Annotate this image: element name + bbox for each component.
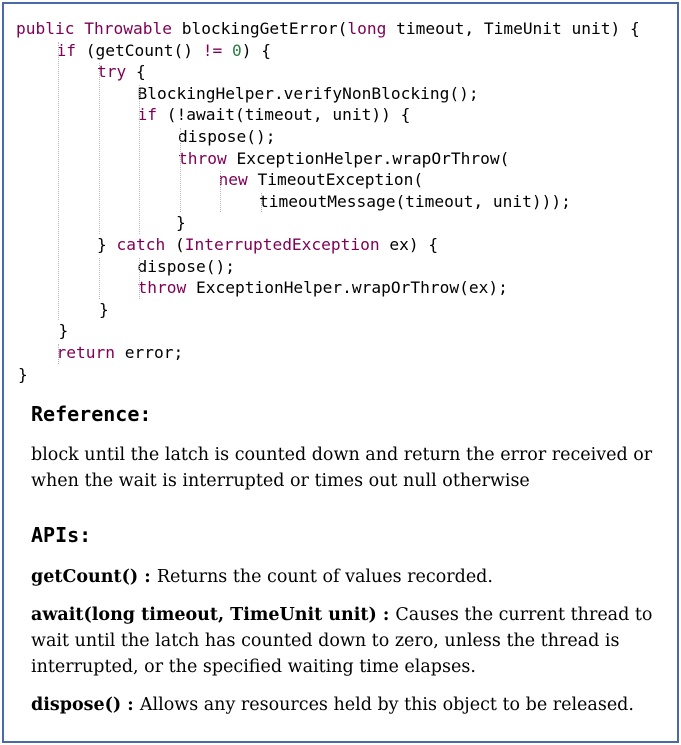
code-token: dispose(); [178, 127, 276, 146]
code-line: public Throwable blockingGetError(long t… [16, 18, 640, 40]
code-token: return [56, 343, 115, 362]
code-line: } [59, 320, 69, 342]
code-token: 0 [231, 40, 242, 60]
code-line: return error; [57, 342, 184, 364]
api-name: getCount() [31, 567, 139, 587]
code-line: throw ExceptionHelper.wrapOrThrow( [178, 148, 509, 170]
code-line: if (getCount() != 0) { [57, 40, 271, 62]
code-token: new [218, 170, 248, 190]
api-separator: : [121, 695, 140, 715]
code-line: } [176, 212, 186, 234]
code-line: if (!await(timeout, unit)) { [138, 104, 411, 126]
api-name: await(long timeout, TimeUnit unit) [31, 605, 377, 625]
code-token: timeoutMessage(timeout, unit))); [259, 191, 571, 211]
api-item-getcount: getCount() : Returns the count of values… [31, 564, 671, 590]
indent-guide [179, 128, 181, 213]
code-line: dispose(); [178, 126, 275, 148]
code-token: } [18, 364, 28, 384]
code-token: (!await(timeout, unit)) { [157, 105, 411, 125]
code-token: (getCount() [76, 40, 203, 60]
code-line: try { [97, 61, 146, 83]
code-token: InterruptedException [184, 235, 380, 254]
code-token: if [56, 40, 77, 60]
apis-heading: APIs: [31, 523, 92, 547]
code-token: ExceptionHelper.wrapOrThrow( [226, 148, 510, 168]
code-token: ExceptionHelper.wrapOrThrow(ex); [186, 278, 508, 298]
code-line: new TimeoutException( [219, 169, 424, 191]
code-token: ) { [241, 40, 271, 60]
code-line: timeoutMessage(timeout, unit))); [259, 191, 571, 213]
code-token: } [97, 235, 117, 254]
code-token: error; [114, 343, 184, 362]
code-token: blockingGetError( [171, 19, 348, 38]
indent-guide [260, 192, 262, 213]
reference-text: block until the latch is counted down an… [31, 445, 653, 491]
code-token: try [97, 62, 127, 82]
api-item-dispose: dispose() : Allows any resources held by… [31, 692, 671, 718]
indent-guide [58, 41, 59, 321]
indent-guide [58, 344, 59, 364]
code-token [222, 41, 232, 60]
code-token: public [16, 19, 85, 38]
api-description: Causes the current thread to wait until … [31, 605, 653, 677]
code-token: catch [116, 235, 166, 254]
code-token: dispose(); [137, 256, 235, 276]
api-separator: : [376, 605, 396, 625]
indent-guide [98, 257, 100, 299]
code-token: BlockingHelper.verifyNonBlocking(); [137, 83, 479, 103]
code-line: } catch (InterruptedException ex) { [97, 234, 438, 256]
code-token: != [202, 40, 223, 60]
code-token: ex) { [379, 235, 439, 254]
code-line: } [18, 364, 28, 386]
code-token: throw [178, 148, 227, 168]
api-name: dispose() [31, 695, 122, 715]
indent-guide [98, 63, 100, 234]
indent-guide [220, 171, 221, 213]
indent-guide [139, 84, 140, 234]
code-token: timeout, TimeUnit unit) { [386, 19, 640, 38]
api-separator: : [138, 567, 157, 587]
code-line: dispose(); [138, 256, 235, 278]
code-token: } [176, 213, 186, 233]
code-token: } [99, 299, 109, 319]
code-line: } [99, 299, 109, 321]
indent-guide [139, 257, 140, 299]
api-description: Allows any resources held by this object… [139, 695, 634, 715]
code-token: throw [137, 278, 187, 298]
api-item-await: await(long timeout, TimeUnit unit) : Cau… [31, 602, 671, 680]
code-token: long [347, 19, 387, 38]
code-token: TimeoutException( [247, 170, 424, 190]
code-token: { [126, 62, 146, 82]
code-token: Throwable [84, 19, 172, 38]
code-line: BlockingHelper.verifyNonBlocking(); [138, 83, 479, 105]
code-token: if [137, 105, 158, 125]
code-line: throw ExceptionHelper.wrapOrThrow(ex); [138, 277, 508, 299]
reference-heading: Reference: [31, 402, 152, 426]
code-token: } [58, 321, 69, 341]
api-description: Returns the count of values recorded. [156, 567, 493, 587]
code-token: ( [165, 235, 185, 254]
